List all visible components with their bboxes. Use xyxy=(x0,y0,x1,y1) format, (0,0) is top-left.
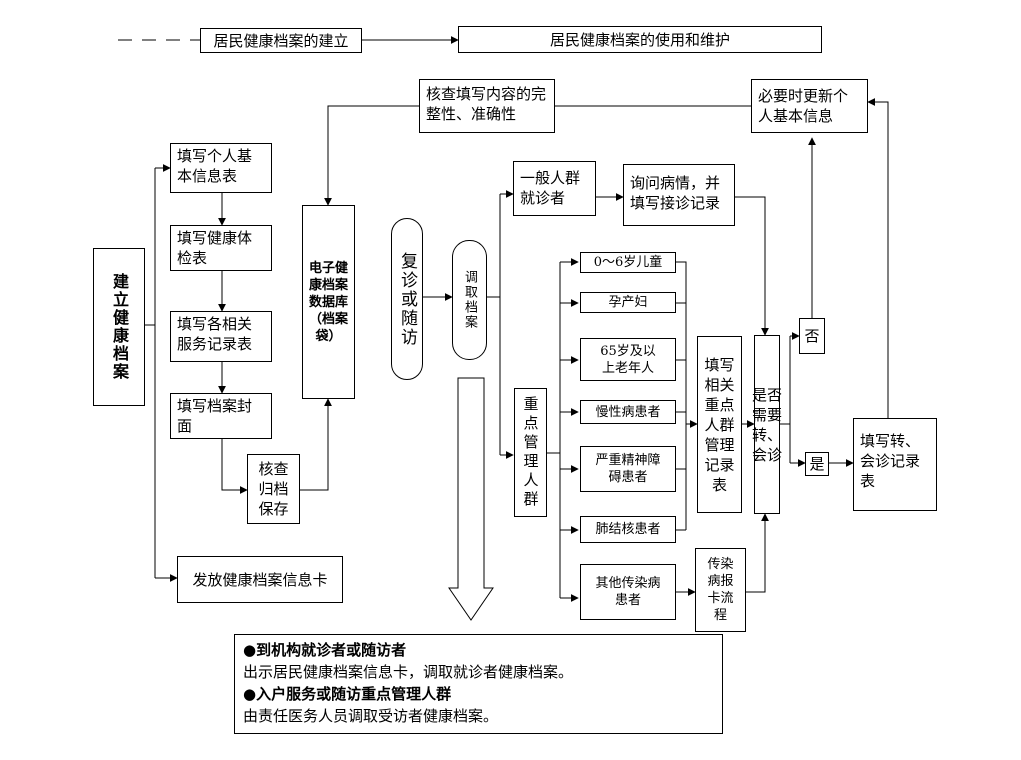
note-text-1: 出示居民健康档案信息卡，调取就诊者健康档案。 xyxy=(243,663,574,681)
children-box: 0～6岁儿童 xyxy=(580,252,676,273)
tuberculosis-box: 肺结核患者 xyxy=(580,516,676,543)
down-arrow-icon xyxy=(448,377,494,621)
elderly-box: 65岁及以上老年人 xyxy=(580,338,676,381)
pregnant-box: 孕产妇 xyxy=(580,292,676,313)
check-content-box: 核查填写内容的完整性、准确性 xyxy=(419,79,555,133)
issue-card-box: 发放健康档案信息卡 xyxy=(177,556,343,603)
yes-label-box: 是 xyxy=(805,452,829,476)
note-text-2: 由责任医务人员调取受访者健康档案。 xyxy=(243,707,499,725)
fill-personal-info-box: 填写个人基本信息表 xyxy=(170,143,272,193)
retrieve-archive-oval: 调取档案 xyxy=(452,240,487,360)
check-archive-box: 核查归档保存 xyxy=(247,454,300,524)
database-box: 电子健康档案数据库（档案袋） xyxy=(302,205,355,399)
fill-service-records-box: 填写各相关服务记录表 xyxy=(170,311,272,362)
general-population-box: 一般人群就诊者 xyxy=(513,161,596,216)
header-use-maintain-box: 居民健康档案的使用和维护 xyxy=(458,26,822,53)
note-heading-1: ●到机构就诊者或随访者 xyxy=(243,641,407,659)
header-establish-box: 居民健康档案的建立 xyxy=(200,28,362,53)
inquire-record-box: 询问病情，并填写接诊记录 xyxy=(623,164,735,226)
update-info-box: 必要时更新个人基本信息 xyxy=(751,79,868,133)
infectious-report-box: 传染病报卡流程 xyxy=(695,548,746,632)
key-groups-box: 重点管理人群 xyxy=(514,388,547,517)
fill-health-exam-box: 填写健康体检表 xyxy=(170,225,272,271)
fill-key-records-box: 填写相关重点人群管理记录表 xyxy=(697,336,742,513)
fill-archive-cover-box: 填写档案封面 xyxy=(170,393,272,439)
note-heading-2: ●入户服务或随访重点管理人群 xyxy=(243,685,452,703)
note-box: ●到机构就诊者或随访者 出示居民健康档案信息卡，调取就诊者健康档案。 ●入户服务… xyxy=(234,634,723,734)
other-infectious-box: 其他传染病患者 xyxy=(580,564,676,620)
chronic-box: 慢性病患者 xyxy=(580,400,676,424)
fill-referral-box: 填写转、会诊记录表 xyxy=(853,418,937,511)
no-label-box: 否 xyxy=(799,318,825,354)
mental-disorder-box: 严重精神障碍患者 xyxy=(580,446,676,492)
establish-archive-box: 建立健康档案 xyxy=(93,248,145,406)
need-referral-box: 是否需要转、会诊 xyxy=(752,335,782,514)
revisit-oval: 复诊或随访 xyxy=(391,218,423,380)
